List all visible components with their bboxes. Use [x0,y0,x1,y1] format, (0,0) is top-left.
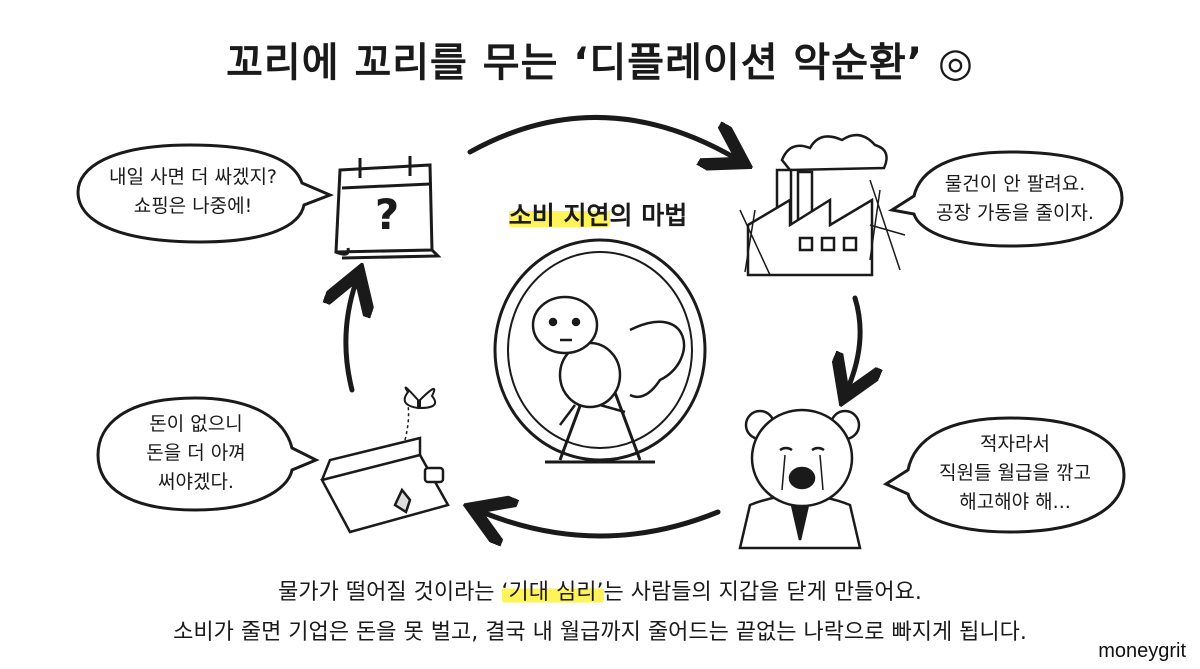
empty-wallet-icon [320,404,450,534]
watermark: moneygrit [1090,638,1194,665]
bubble-text-top-right: 물건이 안 팔려요. 공장 가동을 줄이자. [908,170,1122,228]
bottom-line-1-after: 는 사람들의 지갑을 닫게 만들어요. [603,580,922,605]
bubble-line: 공장 가동을 줄이자. [936,202,1094,224]
arrow-top [467,115,735,158]
bubble-text-bottom-left: 돈이 없으니 돈을 더 아껴 써야겠다. [100,410,292,497]
bubble-line: 물건이 안 팔려요. [944,173,1086,195]
bubble-top-right [887,150,1124,248]
arrow-right [848,295,860,388]
factory-icon [739,133,906,277]
bottom-line-2: 소비가 줄면 기업은 돈을 못 벌고, 결국 내 월급까지 줄어드는 끝없는 나… [173,620,1027,645]
bubble-top-left [76,143,334,244]
bubble-line: 쇼핑은 나중에! [133,195,253,217]
bubble-text-bottom-right: 적자라서 직원들 월급을 깎고 해고해야 해... [906,430,1124,517]
calendar-icon [334,156,442,260]
calendar-question-mark: ? [374,190,400,239]
center-label: 소비 지연의 마법 [478,196,718,232]
bubble-line: 해고해야 해... [959,491,1071,513]
center-label-rest: 의 마법 [609,201,688,230]
center-label-highlight: 소비 지연 [508,201,610,230]
squirrel-icon [531,295,686,426]
butterfly-icon [403,386,436,410]
bottom-line-1-before: 물가가 떨어질 것이라는 [278,580,502,605]
bubble-line: 돈이 없으니 [149,413,243,435]
arrow-left [346,282,356,393]
bubble-line: 돈을 더 아껴 [146,442,246,464]
bubble-line: 써야겠다. [158,471,234,493]
arrow-bottom [482,512,721,536]
page-title: 꼬리에 꼬리를 무는 ‘디플레이션 악순환’ ◎ [226,40,974,86]
crying-bear-icon [738,408,862,550]
bubble-line: 적자라서 [980,433,1050,455]
bubble-line: 직원들 월급을 깎고 [939,462,1091,484]
bubble-line: 내일 사면 더 싸겠지? [108,166,278,188]
bubble-text-top-left: 내일 사면 더 싸겠지? 쇼핑은 나중에! [82,163,304,221]
bottom-line-1: 물가가 떨어질 것이라는 ‘기대 심리’는 사람들의 지갑을 닫게 만들어요. [0,574,1200,606]
bubble-bottom-right [882,416,1126,534]
bubble-bottom-left [96,396,320,512]
bottom-line-1-highlight: ‘기대 심리’ [501,580,604,605]
